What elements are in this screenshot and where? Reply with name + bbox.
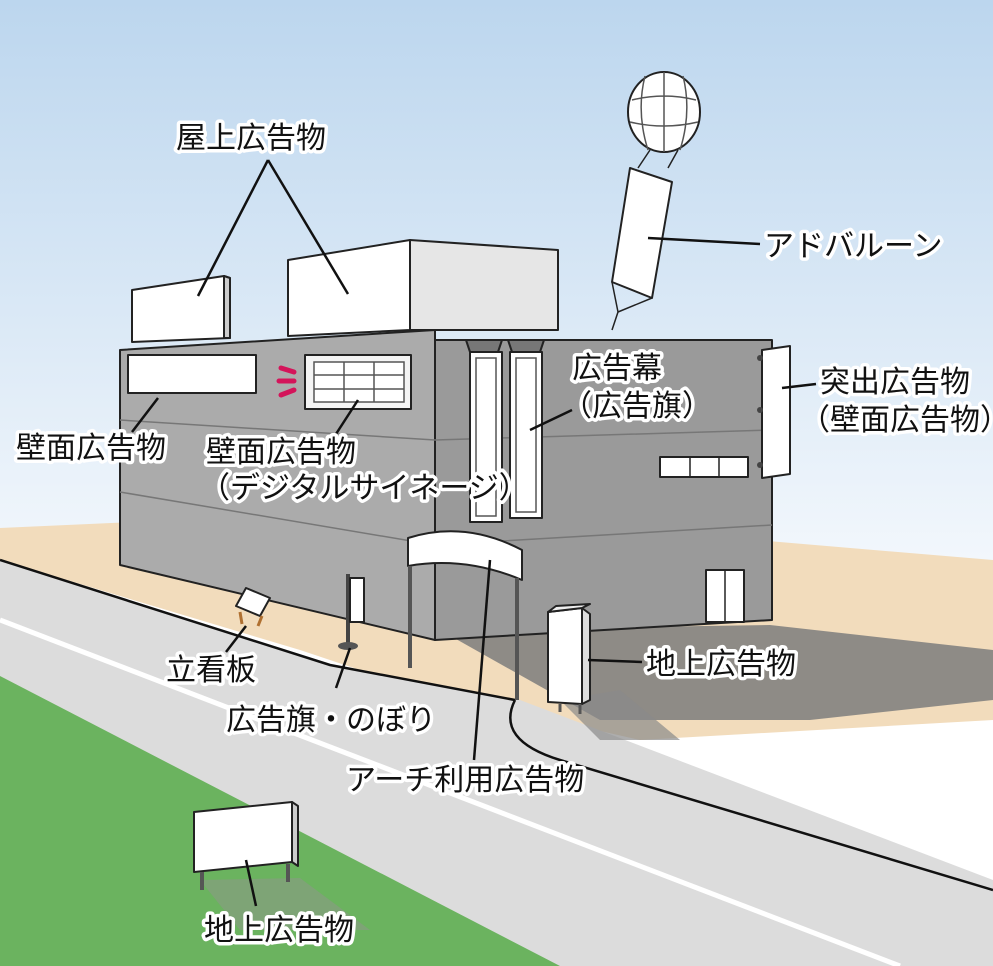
label-wall-digital-2: （デジタルサイネージ） (200, 471, 529, 506)
side-windows (659, 456, 749, 478)
curb-line (0, 558, 516, 702)
nobori-flag (338, 574, 365, 650)
wall-sign (127, 354, 257, 394)
ground-sign-tower (547, 603, 591, 714)
ground-sign-shadow (200, 878, 370, 930)
label-projecting-2: （壁面広告物） (800, 403, 993, 438)
rooftop-sign-right-side (409, 239, 559, 331)
label-ground-bottom: 地上広告物 (204, 913, 354, 948)
door (705, 569, 745, 623)
ad-balloon (611, 71, 701, 331)
ground-sign-billboard (193, 801, 299, 890)
sign-shadow (560, 690, 680, 740)
label-projecting-1: 突出広告物 (820, 365, 970, 400)
label-banner-2: （広告旗） (562, 389, 712, 424)
label-arch: アーチ利用広告物 (346, 763, 584, 798)
banner-pair (465, 339, 545, 523)
curb-line-right (509, 699, 993, 892)
signal-marks (276, 365, 297, 398)
label-wall: 壁面広告物 (16, 431, 166, 466)
road (0, 560, 993, 966)
label-ground-right: 地上広告物 (646, 647, 796, 682)
label-banner-1: 広告幕 (572, 351, 662, 386)
lane-line (0, 617, 901, 966)
label-standing-board: 立看板 (166, 653, 256, 688)
floor-line (119, 419, 436, 546)
label-ad-balloon: アドバルーン (764, 229, 943, 264)
arch (407, 530, 523, 700)
leader-lines (131, 159, 817, 907)
label-rooftop: 屋上広告物 (176, 121, 326, 156)
label-wall-digital-1: 壁面広告物 (206, 435, 356, 470)
projecting-sign (757, 345, 791, 479)
rooftop-sign-left-side (223, 275, 231, 339)
standing-board (235, 587, 271, 627)
label-flag-nobori: 広告旗・のぼり (226, 703, 436, 738)
